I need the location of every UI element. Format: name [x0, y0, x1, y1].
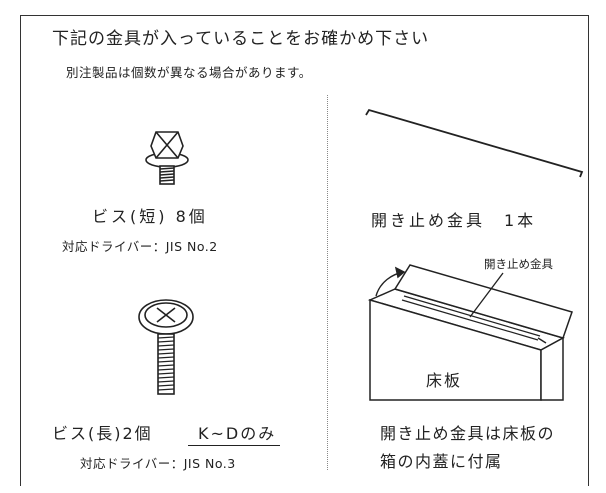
- stopper-callout-label: 開き止め金具: [484, 257, 553, 271]
- stopper-label: 開き止め金具 1本: [371, 211, 537, 230]
- stopper-rod-icon: [365, 108, 584, 178]
- short-screw-label: ビス(短) 8個: [92, 207, 208, 226]
- parts-frame: [20, 15, 589, 486]
- short-hex-bolt-icon: [145, 131, 189, 185]
- custom-order-note: 別注製品は個数が異なる場合があります。: [66, 65, 312, 80]
- floor-board-label: 床板: [426, 371, 463, 390]
- floor-board-box-icon: [367, 264, 573, 401]
- long-screw-label: ビス(長)2個: [52, 424, 153, 443]
- long-screw-condition: K~Dのみ: [188, 420, 281, 446]
- long-phillips-screw-icon: [138, 299, 194, 395]
- short-screw-driver-spec: 対応ドライバー：JIS No.2: [62, 239, 218, 254]
- stopper-description-line2: 箱の内蓋に付属: [380, 452, 503, 471]
- stopper-description-line1: 開き止め金具は床板の: [380, 424, 556, 443]
- page-title: 下記の金具が入っていることをお確かめ下さい: [52, 29, 430, 49]
- callout-leader-line: [469, 272, 504, 318]
- column-divider: [327, 95, 328, 470]
- long-screw-driver-spec: 対応ドライバー：JIS No.3: [80, 456, 236, 471]
